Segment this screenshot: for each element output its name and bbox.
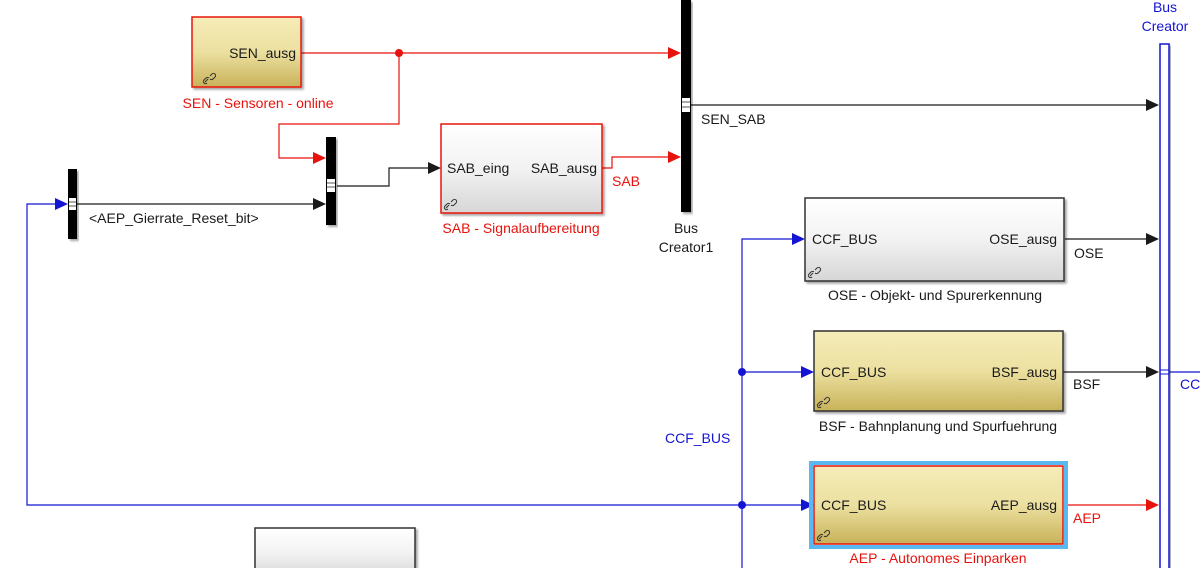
bus-creator[interactable] — [1159, 43, 1170, 568]
ose-in-port-label: CCF_BUS — [812, 231, 877, 247]
bsf-signal-label[interactable]: BSF — [1073, 376, 1100, 392]
ose-signal-label[interactable]: OSE — [1074, 245, 1104, 261]
block-sen[interactable] — [191, 16, 302, 88]
sen-out-port-label: SEN_ausg — [229, 45, 296, 61]
signal-line-aep-reset[interactable] — [77, 198, 326, 210]
sen-block-name[interactable]: SEN - Sensoren - online — [183, 95, 334, 111]
signal-line-ccf-bus[interactable] — [26, 198, 814, 568]
bus-selector-left[interactable] — [68, 169, 77, 239]
aep-reset-signal-label[interactable]: <AEP_Gierrate_Reset_bit> — [89, 210, 259, 226]
bsf-out-port-label: BSF_ausg — [992, 364, 1057, 380]
aep-in-port-label: CCF_BUS — [821, 497, 886, 513]
aep-signal-label[interactable]: AEP — [1073, 510, 1101, 526]
signal-line-aep[interactable] — [1064, 499, 1159, 511]
ccf-bus-signal-label[interactable]: CCF_BUS — [665, 430, 730, 446]
bus-creator1-label-line2[interactable]: Creator1 — [659, 239, 714, 255]
block-aep[interactable] — [809, 461, 1068, 549]
sen-sab-signal-label[interactable]: SEN_SAB — [701, 111, 766, 127]
bus-creator-small[interactable] — [326, 137, 336, 225]
bus-creator1[interactable] — [681, 0, 691, 212]
signal-line-bsf[interactable] — [1063, 366, 1159, 378]
sab-block-name[interactable]: SAB - Signalaufbereitung — [442, 220, 599, 236]
sab-in-port-label: SAB_eing — [447, 160, 509, 176]
sab-out-port-label: SAB_ausg — [531, 160, 597, 176]
block-sab[interactable] — [440, 123, 603, 214]
block-bsf[interactable] — [813, 330, 1064, 412]
signal-line-ose[interactable] — [1065, 233, 1159, 245]
cc-signal-label[interactable]: CC — [1180, 376, 1200, 392]
block-partial-bottom[interactable] — [254, 527, 416, 568]
aep-out-port-label: AEP_ausg — [991, 497, 1057, 513]
bsf-in-port-label: CCF_BUS — [821, 364, 886, 380]
bus-creator-label-line1[interactable]: Bus — [1153, 0, 1177, 15]
sab-signal-label[interactable]: SAB — [612, 173, 640, 189]
bsf-block-name[interactable]: BSF - Bahnplanung und Spurfuehrung — [819, 418, 1057, 434]
block-ose[interactable] — [804, 197, 1065, 282]
signal-line-to-sab[interactable] — [337, 162, 441, 187]
ose-block-name[interactable]: OSE - Objekt- und Spurerkennung — [828, 287, 1042, 303]
ose-out-port-label: OSE_ausg — [989, 231, 1057, 247]
aep-block-name[interactable]: AEP - Autonomes Einparken — [849, 550, 1026, 566]
signal-line-sen-sab[interactable] — [691, 99, 1159, 111]
bus-creator1-label-line1[interactable]: Bus — [674, 220, 698, 236]
bus-creator-label-line2[interactable]: Creator — [1142, 18, 1189, 34]
signal-line-sen[interactable] — [278, 47, 681, 164]
signal-line-sab[interactable] — [602, 151, 681, 169]
